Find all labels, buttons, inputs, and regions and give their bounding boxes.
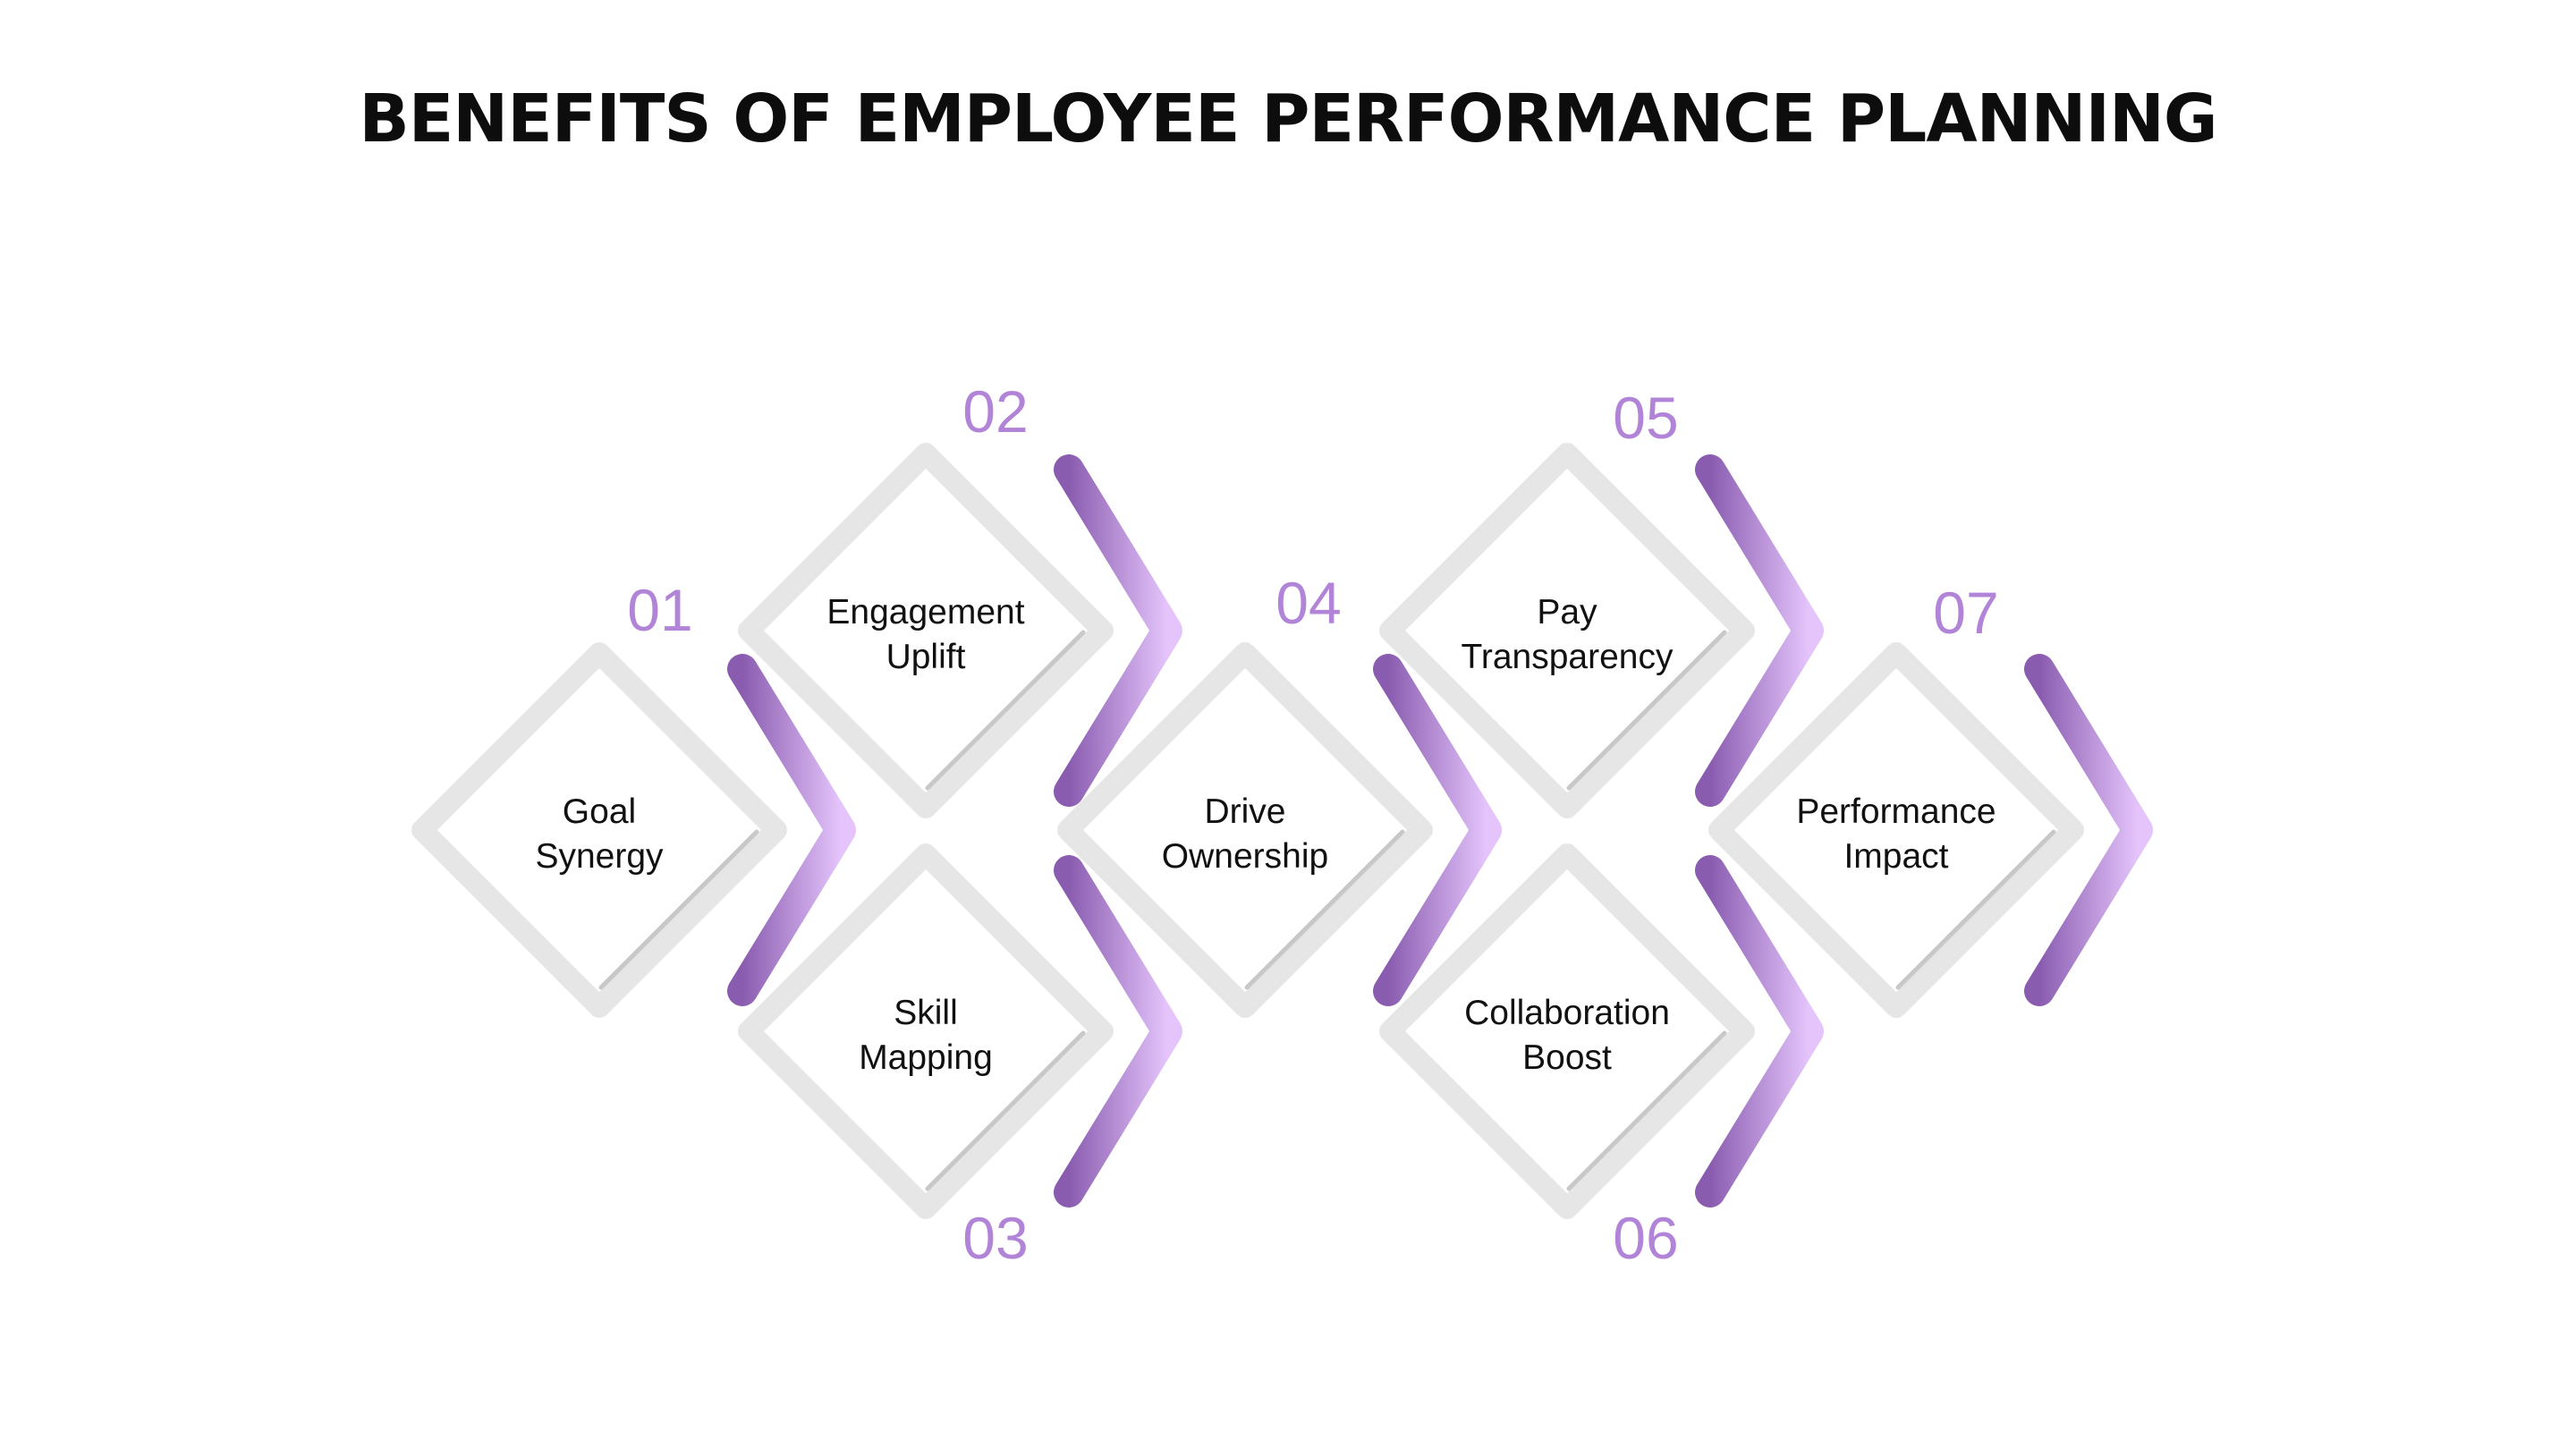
page-title: BENEFITS OF EMPLOYEE PERFORMANCE PLANNIN… [359,80,2217,157]
diamond-outline [1057,642,1433,1018]
chevron-arrow-3 [1054,855,1182,1208]
step-label-line2: Synergy [535,837,664,876]
step-label-line1: Goal [563,792,636,831]
chevron-arrow-1 [727,654,856,1006]
diamond-shadow-edge [925,630,1086,791]
diamond-outline [1379,843,1755,1219]
step-label-line1: Skill [894,994,958,1032]
diamond-shadow-edge [1244,829,1405,990]
step-label-line2: Mapping [859,1038,993,1077]
diamond-outline [1379,443,1755,818]
step-label-line1: Collaboration [1464,994,1670,1032]
diamond-outline [411,642,787,1018]
step-label-line1: Engagement [826,593,1024,631]
diamond-shadow-edge [925,1030,1086,1191]
diamond-shadow-edge [1566,630,1727,791]
step-label-line1: Pay [1537,593,1597,631]
step-number: 06 [1613,1205,1678,1271]
diamond-shadow-edge [1566,1030,1727,1191]
step-number: 01 [627,577,692,643]
step-label-line1: Performance [1796,792,1996,831]
chevron-arrow-6 [1695,855,1824,1208]
step-number: 02 [962,378,1028,445]
chevron-arrow-2 [1054,454,1182,807]
diamond-shadow-edge [1895,829,2056,990]
diamond-outline [738,443,1114,818]
step-label-line2: Transparency [1462,638,1674,676]
step-label-line1: Drive [1204,792,1285,831]
diamond-shadow-edge [598,829,759,990]
step-label-line2: Ownership [1162,837,1328,876]
chevron-arrow-7 [2024,654,2153,1006]
step-label-line2: Impact [1843,837,1948,876]
step-number: 07 [1933,580,1998,646]
step-label-line2: Boost [1522,1038,1612,1077]
step-number: 05 [1613,385,1678,451]
chevron-arrow-5 [1695,454,1824,807]
diamond-outline [1708,642,2084,1018]
chevron-arrow-4 [1373,654,1502,1006]
step-label-line2: Uplift [886,638,966,676]
diamond-outline [738,843,1114,1219]
step-number: 03 [962,1205,1028,1271]
step-number: 04 [1275,570,1341,636]
